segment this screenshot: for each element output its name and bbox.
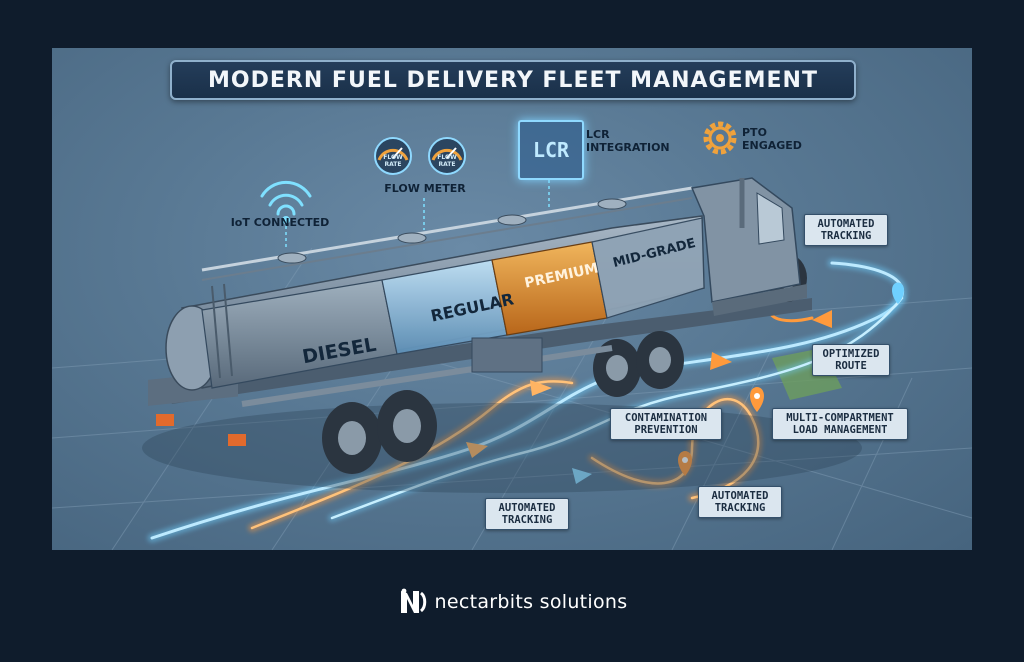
flow-gauge-icon [374,137,412,175]
brand-name: nectarbits solutions [434,591,628,613]
gear-icon [703,121,737,155]
illustration-panel: MODERN FUEL DELIVERY FLEET MANAGEMENT Io… [52,48,972,550]
flow-meter-label: FLOW METER [384,182,466,195]
map-pin-icon [750,387,764,412]
flow-gauge-icon [428,137,466,175]
lcr-screen: LCR [518,120,584,180]
gauge-caption: FLOW RATE [437,154,457,168]
route-arrows [466,310,832,484]
contamination-prevention-callout: CONTAMINATION PREVENTION [610,408,722,440]
lcr-label: LCR INTEGRATION [586,128,670,154]
map-pin-icon [892,282,904,304]
automated-tracking-left-callout: AUTOMATED TRACKING [485,498,569,530]
iot-label: IoT CONNECTED [230,216,330,229]
brand-logo-icon [400,588,426,613]
trailer-wheels [322,254,807,474]
automated-tracking-bottom-callout: AUTOMATED TRACKING [698,486,782,518]
gauge-caption: FLOW RATE [383,154,403,168]
brand-footer: nectarbits solutions [0,582,1024,622]
optimized-route-callout: OPTIMIZED ROUTE [812,344,890,376]
map-pin-icon [678,451,692,476]
tank-body [165,186,705,407]
page-title: MODERN FUEL DELIVERY FLEET MANAGEMENT [208,67,818,93]
orange-route [248,296,814,532]
pto-label: PTO ENGAGED [742,126,802,152]
lcr-screen-text: LCR [532,138,570,162]
title-banner: MODERN FUEL DELIVERY FLEET MANAGEMENT [170,60,856,100]
multi-compartment-callout: MULTI-COMPARTMENT LOAD MANAGEMENT [772,408,908,440]
automated-tracking-top-callout: AUTOMATED TRACKING [804,214,888,246]
midgrade-compartment [591,217,705,319]
wifi-icon [260,180,312,224]
truck-cab [690,177,807,316]
